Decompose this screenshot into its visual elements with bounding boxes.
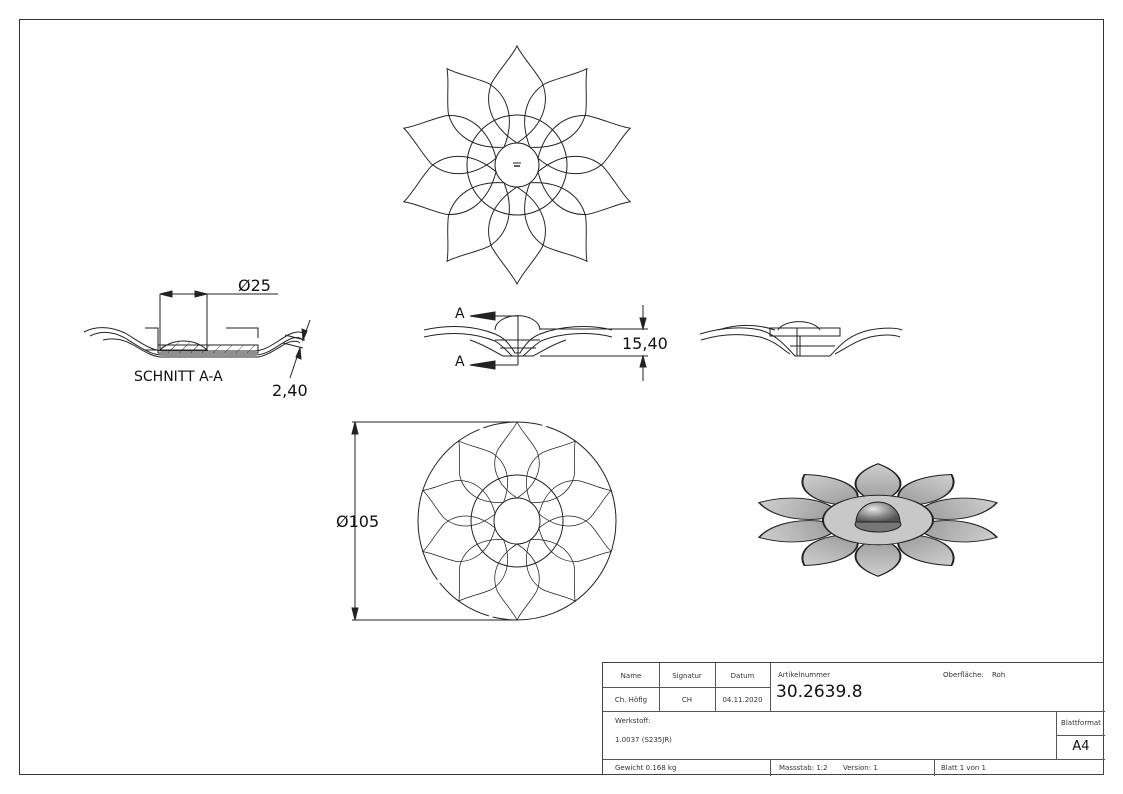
section-marker-bottom: A: [455, 354, 465, 370]
name-value: Ch. Höfig: [614, 696, 648, 704]
bottom-view: [415, 421, 619, 621]
sheet-number: Blatt 1 von 1: [941, 764, 986, 772]
section-marker-top: A: [455, 306, 465, 322]
side-view: [699, 321, 903, 357]
material-value: 1.0037 (S235JR): [615, 736, 672, 744]
article-number: 30.2639.8: [776, 682, 863, 702]
sheet-format-label: Blattformat: [1061, 719, 1101, 727]
ball-diameter-label: Ø25: [238, 276, 271, 295]
date-header: Datum: [730, 672, 755, 680]
isometric-view: [757, 463, 999, 577]
diameter-105-dimension: [351, 421, 517, 621]
section-title: SCHNITT A-A: [134, 369, 223, 385]
section-view: [83, 290, 311, 379]
surface-value: Roh: [992, 671, 1006, 679]
name-header: Name: [620, 672, 642, 680]
weight: Gewicht 0.168 kg: [615, 764, 677, 772]
material-label: Werkstoff:: [615, 717, 651, 725]
thickness-label: 2,40: [272, 381, 308, 400]
outer-diameter-label: Ø105: [336, 512, 380, 531]
height-label: 15,40: [622, 334, 668, 353]
drawing-frame: [19, 19, 1104, 775]
article-number-label: Artikelnummer: [778, 671, 831, 679]
scale: Massstab: 1:2: [779, 764, 828, 772]
version: Version: 1: [843, 764, 878, 772]
sheet-format-value: A4: [1072, 739, 1090, 754]
top-view: [394, 45, 640, 285]
signature-header: Signatur: [672, 672, 702, 680]
front-view: [423, 305, 648, 381]
signature-value: CH: [681, 696, 693, 704]
title-block: Name Signatur Datum Ch. Höfig CH 04.11.2…: [602, 662, 1105, 776]
date-value: 04.11.2020: [722, 696, 763, 704]
surface-label: Oberfläche:: [943, 671, 984, 679]
